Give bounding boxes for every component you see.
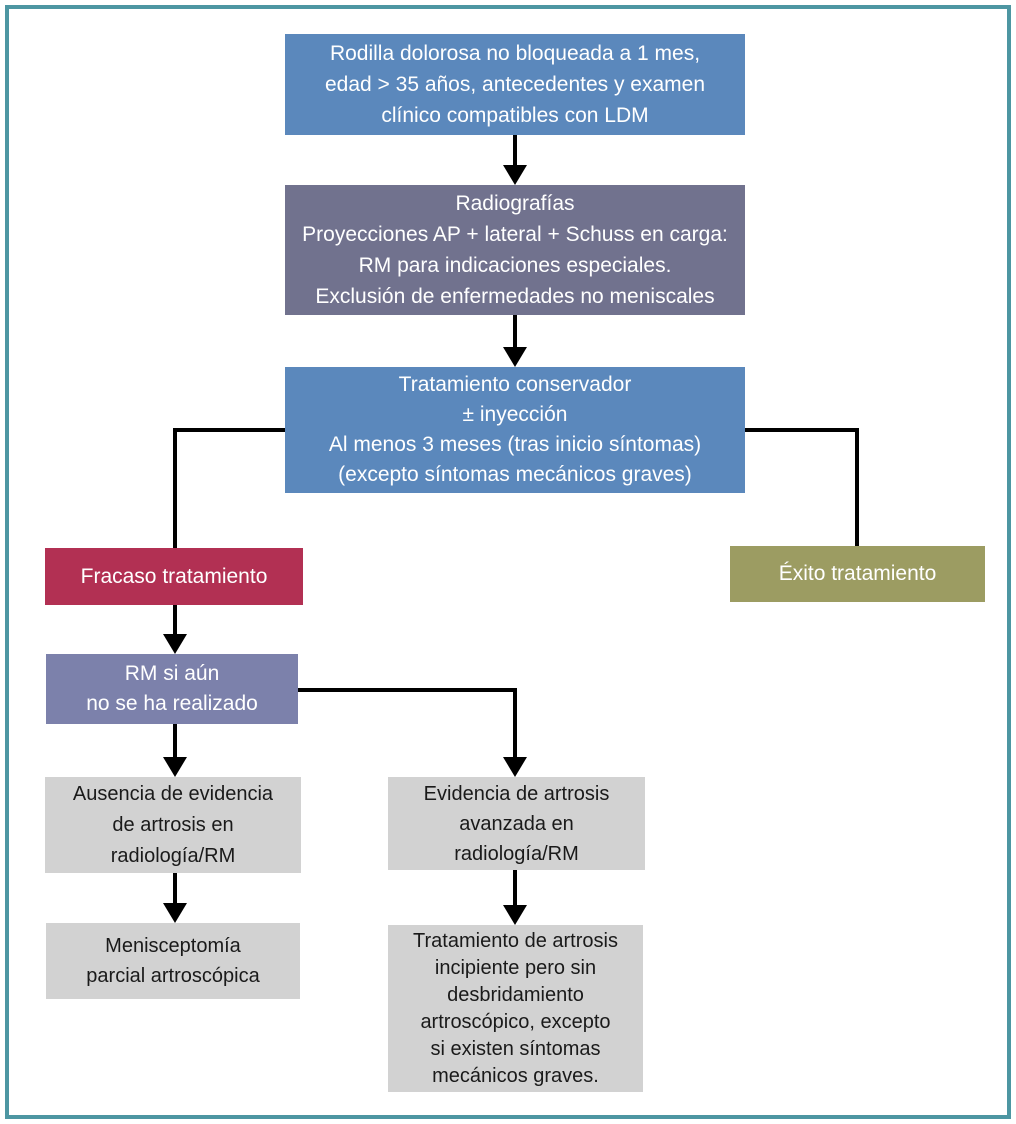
connector-presentation-radiografias — [513, 135, 517, 169]
flow-box-no-osteoarthritis-evidence: Ausencia de evidencia de artrosis en rad… — [45, 777, 301, 873]
connector-ausencia-menisceptomia-vertical — [173, 873, 177, 905]
connector-conservador-exito-vertical — [855, 428, 859, 548]
arrowhead-ausencia — [163, 757, 187, 777]
flow-box-incipient-osteoarthritis-treatment: Tratamiento de artrosis incipiente pero … — [388, 925, 643, 1092]
arrowhead-rm — [163, 634, 187, 654]
connector-conservador-fracaso-rm-vertical — [173, 428, 177, 636]
flow-box-mri-if-not-done: RM si aún no se ha realizado — [46, 654, 298, 724]
connector-radiografias-conservador — [513, 315, 517, 349]
arrowhead-menisceptomia — [163, 903, 187, 923]
flow-box-partial-meniscectomy: Menisceptomía parcial artroscópica — [46, 923, 300, 999]
connector-rm-evidencia-vertical — [513, 688, 517, 759]
flow-box-treatment-failure: Fracaso tratamiento — [45, 548, 303, 605]
arrowhead-artrosis — [503, 905, 527, 925]
flow-box-clinical-presentation: Rodilla dolorosa no bloqueada a 1 mes, e… — [285, 34, 745, 135]
flow-box-advanced-osteoarthritis-evidence: Evidencia de artrosis avanzada en radiol… — [388, 777, 645, 870]
arrowhead-evidencia — [503, 757, 527, 777]
arrowhead-conservador — [503, 347, 527, 367]
connector-evidencia-artrosis-vertical — [513, 870, 517, 907]
connector-rm-ausencia-vertical — [173, 724, 177, 759]
flow-box-radiographs: Radiografías Proyecciones AP + lateral +… — [285, 185, 745, 315]
flow-box-treatment-success: Éxito tratamiento — [730, 546, 985, 602]
arrowhead-radiografias — [503, 165, 527, 185]
connector-rm-evidencia-horizontal — [298, 688, 517, 692]
flow-box-conservative-treatment: Tratamiento conservador ± inyección Al m… — [285, 367, 745, 493]
connector-conservador-left-horizontal — [173, 428, 287, 432]
connector-conservador-right-horizontal — [743, 428, 859, 432]
